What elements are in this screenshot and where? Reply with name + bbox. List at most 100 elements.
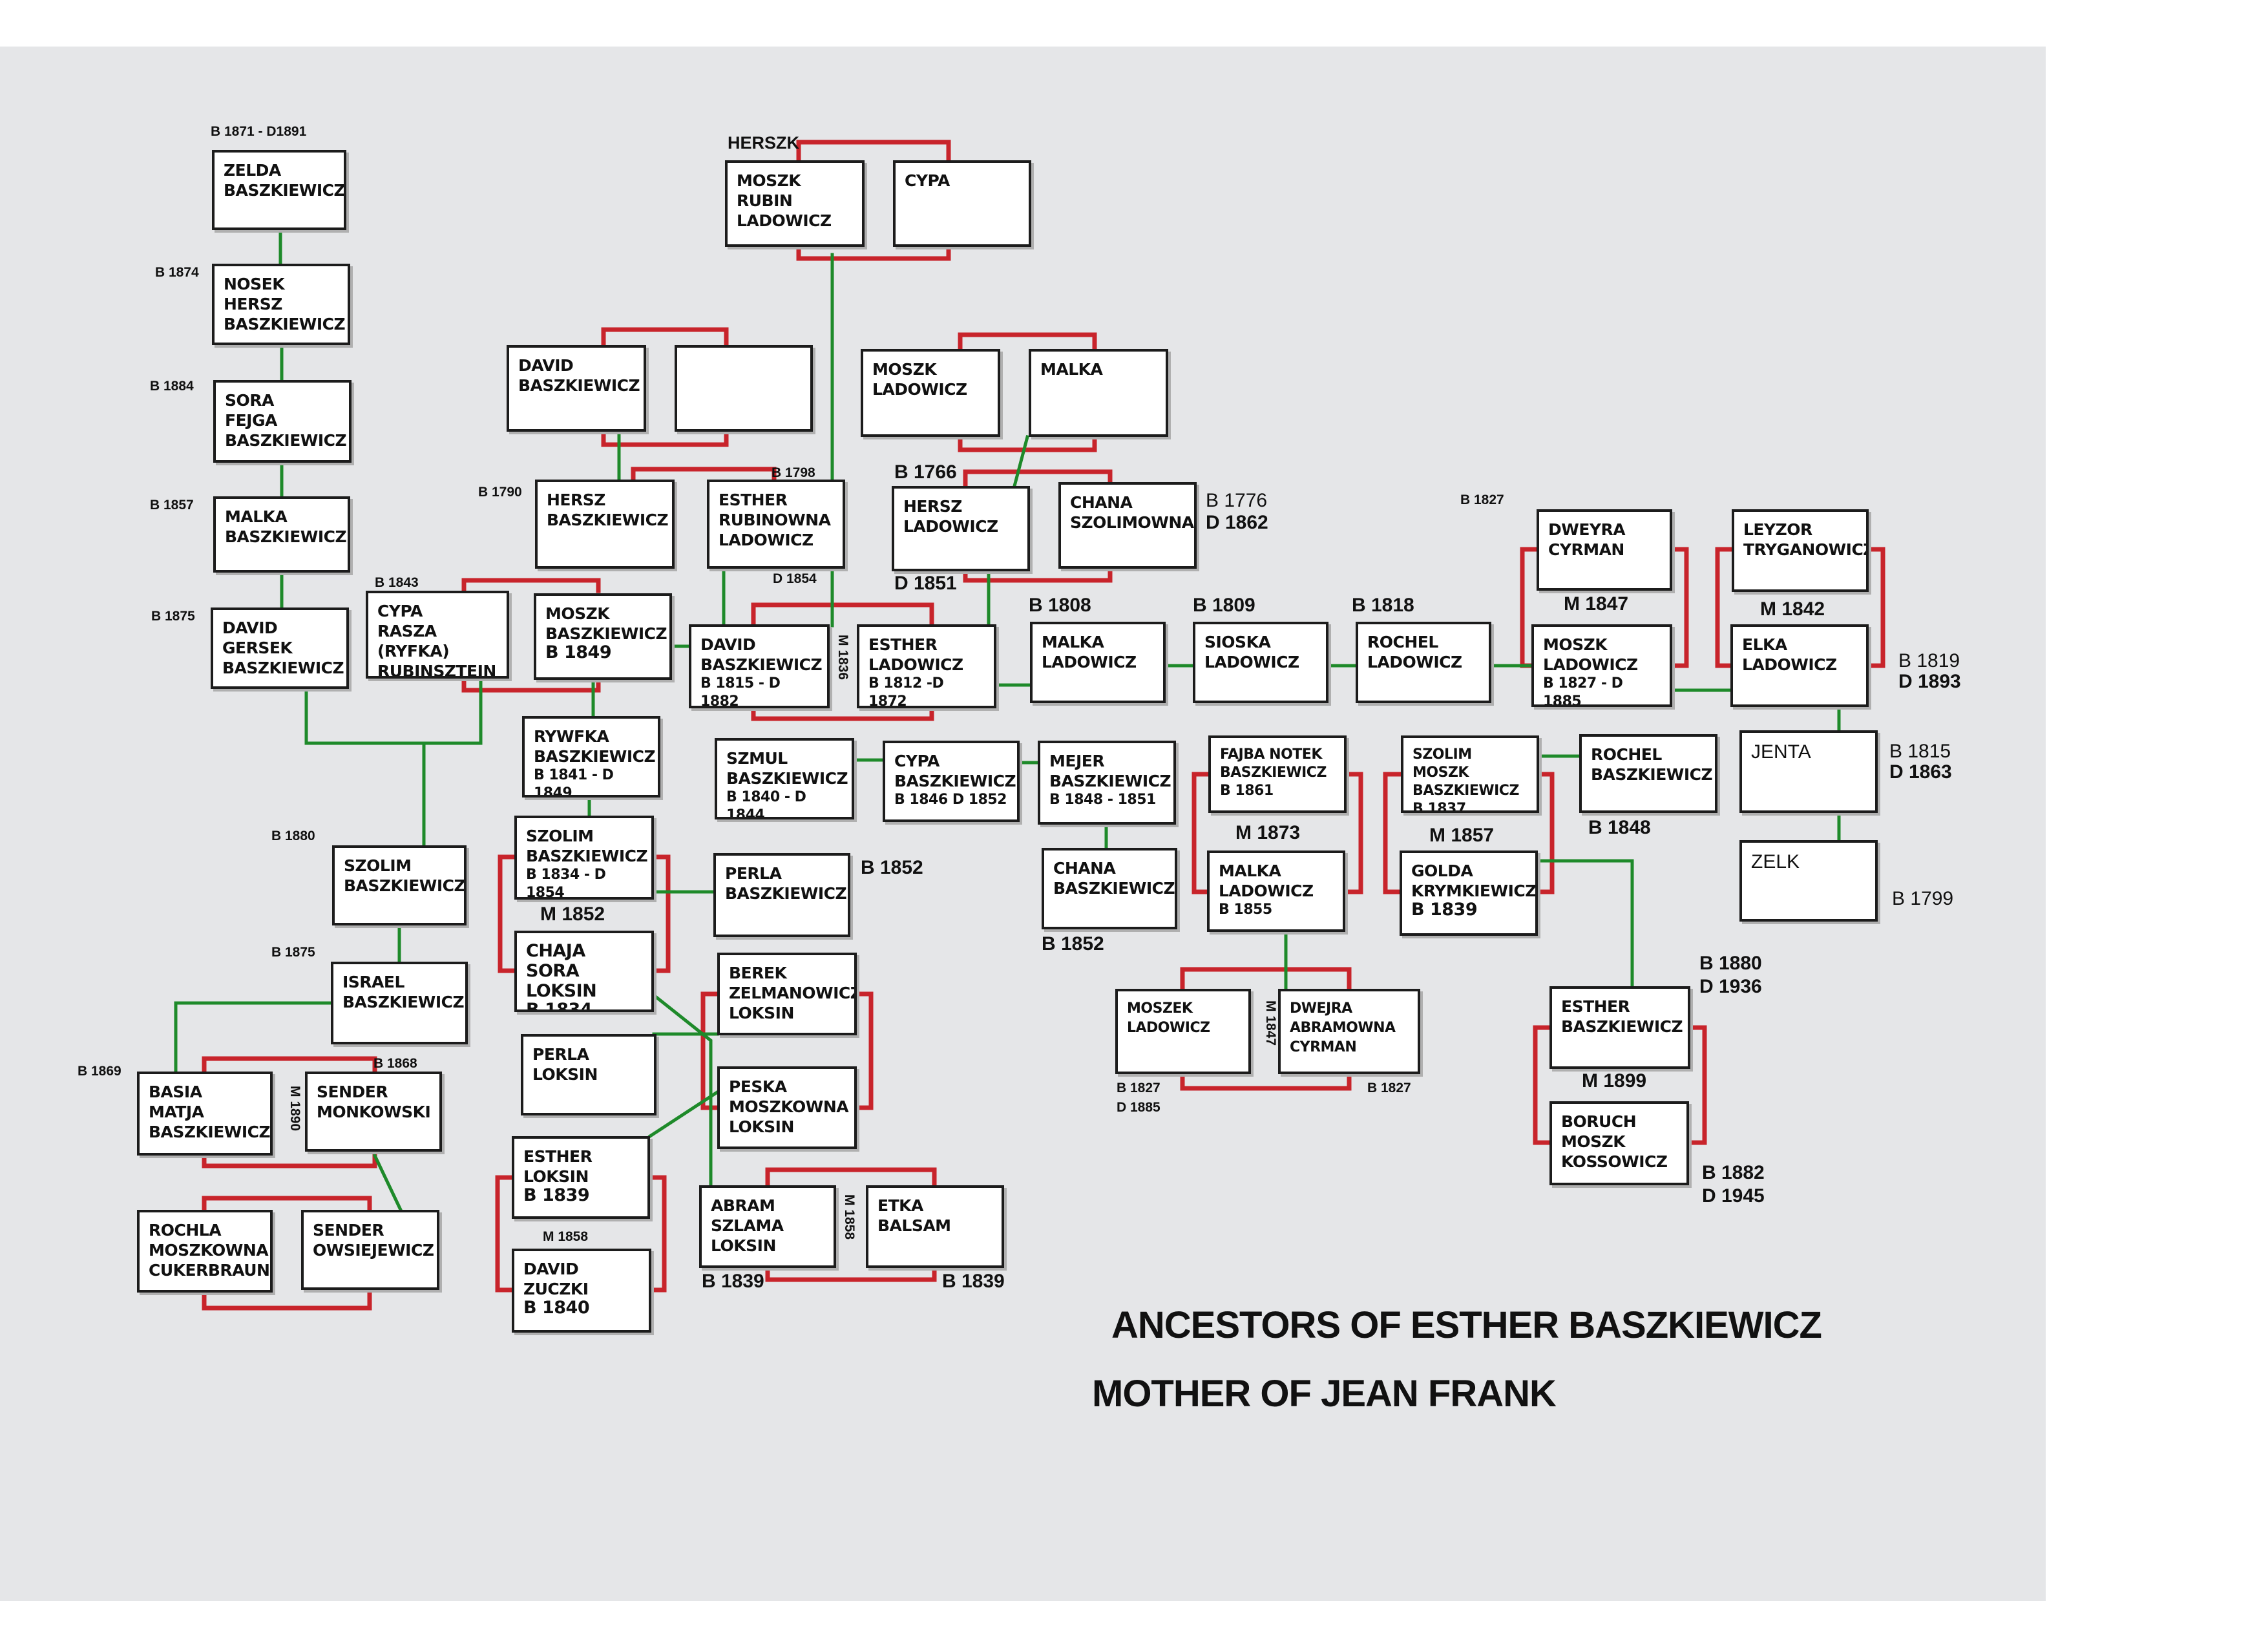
- date-label-szolim: B 1880: [271, 829, 315, 843]
- date-label-dwejra: B 1827: [1367, 1081, 1411, 1095]
- person-berek-zelmanowicz-loksin: BEREK ZELMANOWICZ LOKSIN: [717, 953, 857, 1035]
- marriage-bracket-szolim-chaja-right: [651, 854, 671, 973]
- date-label-rochel-b: B 1848: [1588, 817, 1651, 838]
- marriage-label-1890: M 1890: [288, 1086, 302, 1132]
- date-label-david-gersek: B 1875: [151, 609, 195, 624]
- marriage-bracket-moszk-malka-bottom: [958, 434, 1097, 452]
- marriage-label-1899: M 1899: [1582, 1070, 1647, 1092]
- date-label-esther-rub-b: B 1798: [772, 465, 815, 480]
- date-label-esther-b-b: B 1880: [1699, 953, 1762, 974]
- person-cypa: CYPA: [893, 160, 1031, 247]
- person-moszk-rubin-ladowicz: MOSZK RUBIN LADOWICZ: [725, 160, 865, 247]
- marriage-bracket-david-top-bottom: [601, 429, 729, 447]
- marriage-bracket-moszk-malka: [958, 332, 1097, 352]
- date-label-esther-rub-d: D 1854: [773, 571, 817, 586]
- descent-line-david-cypa: [304, 677, 483, 745]
- marriage-bracket-berek-peska-right: [854, 991, 874, 1110]
- person-rochel-baszkiewicz: ROCHEL BASZKIEWICZ: [1579, 734, 1717, 813]
- marriage-bracket-rochla-sender-bottom: [202, 1287, 372, 1311]
- marriage-bracket-david-esther-bottom: [751, 706, 934, 721]
- marriage-bracket-leyzor-elka-right: [1866, 547, 1885, 668]
- date-label-cypa-rasza: B 1843: [375, 575, 419, 590]
- person-sioska-ladowicz: SIOSKA LADOWICZ: [1193, 622, 1328, 703]
- name-label-herszk: HERSZK: [728, 133, 800, 153]
- marriage-bracket-esther-boruch-right: [1688, 1025, 1707, 1145]
- date-label-zelk: B 1799: [1892, 888, 1954, 909]
- date-label-chana-b: B 1776: [1206, 490, 1268, 511]
- chart-title: ANCESTORS OF ESTHER BASZKIEWICZ MOTHER O…: [1092, 1291, 1822, 1428]
- date-label-moszek-b: B 1827: [1117, 1081, 1160, 1095]
- person-sender-owsiejewicz: SENDER OWSIEJEWICZ: [301, 1210, 439, 1290]
- date-label-israel: B 1875: [271, 945, 315, 960]
- date-label-rochel-l: B 1818: [1352, 595, 1414, 616]
- person-zelk: ZELK: [1739, 840, 1878, 922]
- date-label-malka-l: B 1808: [1029, 595, 1091, 616]
- date-label-hersz-l-b: B 1766: [894, 461, 957, 483]
- date-label-boruch-d: D 1945: [1702, 1185, 1765, 1207]
- marriage-bracket-szolim-chaja-left: [498, 854, 517, 973]
- descent-line-sender-to-sender: [372, 1153, 403, 1212]
- marriage-bracket-basia-sender: [202, 1056, 377, 1074]
- marriage-bracket-moszk-rubin-cypa-bottom: [796, 244, 951, 261]
- date-label-elka-d: D 1893: [1898, 671, 1961, 692]
- descent-line-golda-esther: [1536, 859, 1634, 988]
- marriage-bracket-moszek-dwejra: [1180, 967, 1352, 991]
- person-malka-baszkiewicz: MALKA BASZKIEWICZ: [213, 496, 350, 573]
- marriage-bracket-esther-david-left: [495, 1175, 514, 1293]
- marriage-label-1847: M 1847: [1263, 1000, 1278, 1046]
- descent-line-israel-basia: [174, 1001, 333, 1073]
- marriage-bracket-cypa-moszk-bottom: [461, 677, 601, 693]
- date-label-sender: B 1868: [373, 1056, 417, 1071]
- date-label-sora: B 1884: [150, 379, 194, 394]
- marriage-bracket-fajba-malka-right: [1344, 772, 1363, 894]
- person-david-baszkiewicz-top: DAVID BASZKIEWICZ: [507, 345, 646, 432]
- person-malka-ladowicz: MALKA LADOWICZ: [1030, 622, 1166, 703]
- date-label-malka: B 1857: [150, 498, 194, 512]
- date-label-jenta-b: B 1815: [1889, 741, 1951, 762]
- person-israel-baszkiewicz: ISRAEL BASZKIEWICZ: [331, 962, 468, 1044]
- date-label-boruch-b: B 1882: [1702, 1162, 1765, 1183]
- date-label-zelda: B 1871 - D1891: [211, 124, 307, 139]
- marriage-bracket-szolim-golda-left: [1383, 772, 1402, 894]
- person-chana-baszkiewicz: CHANA BASZKIEWICZ: [1042, 848, 1177, 929]
- person-jenta: JENTA: [1739, 730, 1878, 813]
- descent-line-moszk-to-hersz: [1012, 434, 1030, 489]
- marriage-label-1858-loksin: M 1858: [842, 1194, 857, 1240]
- date-label-esther-b-d: D 1936: [1699, 976, 1762, 997]
- marriage-label-1858-zuczki: M 1858: [543, 1229, 589, 1244]
- person-leyzor-tryganowicz: LEYZOR TRYGANOWICZ: [1732, 509, 1869, 592]
- person-perla-baszkiewicz: PERLA BASZKIEWICZ: [713, 853, 850, 937]
- person-sora-fejga-baszkiewicz: SORA FEJGA BASZKIEWICZ: [213, 380, 352, 463]
- title-line-2: MOTHER OF JEAN FRANK: [1092, 1373, 1557, 1415]
- person-etka-balsam: ETKA BALSAM: [866, 1185, 1004, 1268]
- person-esther-rubinowna-ladowicz: ESTHER RUBINOWNA LADOWICZ: [707, 480, 845, 569]
- person-david-gersek-baszkiewicz: DAVID GERSEK BASZKIEWICZ: [211, 607, 349, 689]
- person-zelda-baszkiewicz: ZELDA BASZKIEWICZ: [212, 150, 346, 230]
- marriage-label-1847-top: M 1847: [1564, 593, 1629, 615]
- descent-line-esther-peska: [647, 1090, 720, 1139]
- person-rochel-ladowicz: ROCHEL LADOWICZ: [1356, 622, 1491, 703]
- person-abram-szlama-loksin: ABRAM SZLAMA LOKSIN: [699, 1185, 836, 1268]
- date-label-hersz-l-d: D 1851: [894, 573, 957, 594]
- marriage-bracket-abram-etka: [765, 1167, 937, 1188]
- person-perla-loksin: PERLA LOKSIN: [521, 1034, 656, 1115]
- person-cypa-rasza-rubinsztein: CYPA RASZA (RYFKA) RUBINSZTEIN: [366, 591, 509, 679]
- date-label-dweyra: B 1827: [1460, 492, 1504, 507]
- marriage-label-1852: M 1852: [540, 903, 605, 925]
- person-hersz-baszkiewicz: HERSZ BASZKIEWICZ: [535, 480, 675, 569]
- person-moszek-ladowicz: MOSZEK LADOWICZ: [1115, 989, 1251, 1074]
